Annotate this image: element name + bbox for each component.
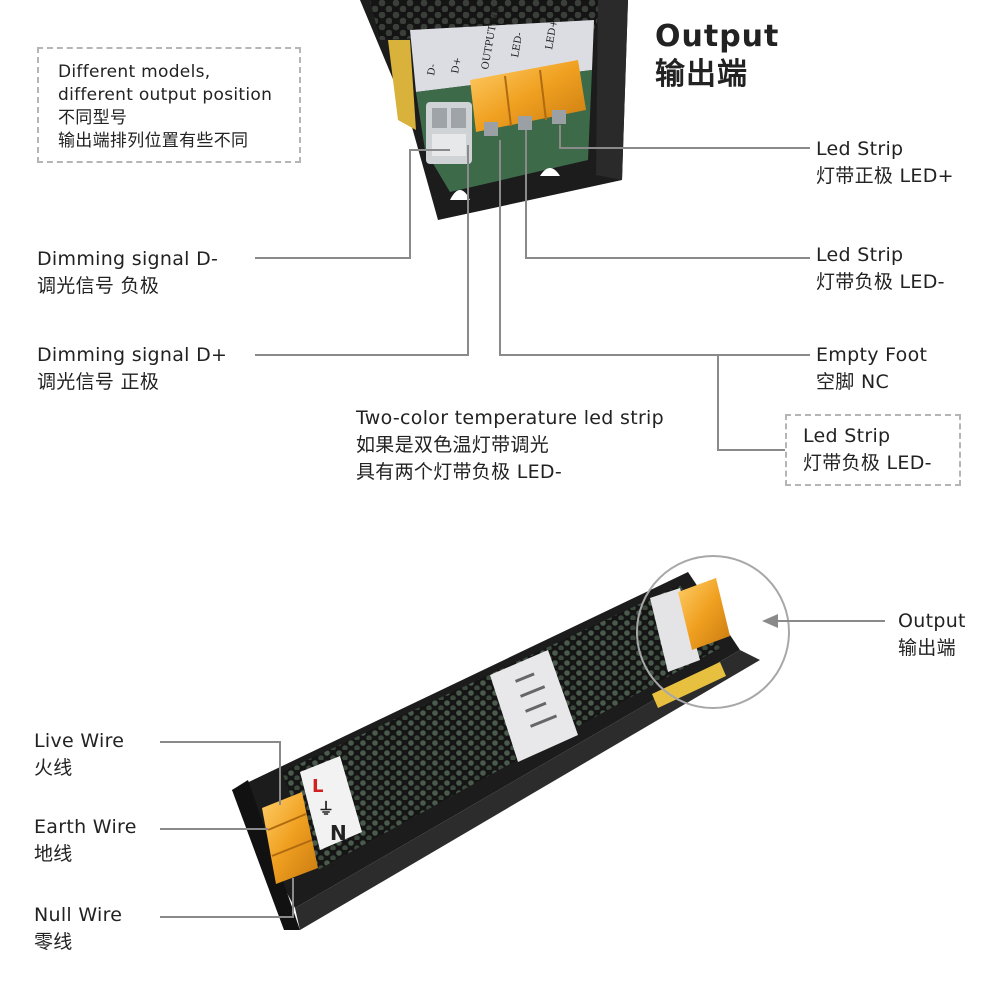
leader-empty-foot — [499, 140, 810, 356]
leader-lines — [255, 125, 810, 451]
model-note-line2: different output position — [58, 85, 273, 105]
input-label-l: L — [312, 776, 323, 797]
callout-led-plus-zh: 灯带正极 LED+ — [816, 165, 954, 187]
callout-led-minus-alt-zh: 灯带负极 LED- — [803, 452, 932, 474]
callout-null-zh: 零线 — [34, 931, 73, 953]
terminal-label-led-plus: LED+ — [544, 19, 560, 51]
callout-live-wire: Live Wire 火线 — [34, 728, 124, 782]
closeup-side-wall — [596, 0, 628, 180]
callout-null-wire: Null Wire 零线 — [34, 902, 122, 956]
callout-led-minus-alt: Led Strip 灯带负极 LED- — [803, 423, 932, 477]
output-title-en: Output — [655, 19, 780, 54]
input-legend: L ⏚ N — [312, 776, 347, 845]
terminal-label-d-minus: D- — [426, 63, 439, 76]
output-magnifier-circle — [636, 555, 790, 709]
leader-led-minus — [525, 130, 810, 259]
callout-earth-wire: Earth Wire 地线 — [34, 814, 137, 868]
callout-dim-minus-en: Dimming signal D- — [37, 248, 219, 270]
input-terminal-block — [262, 792, 318, 884]
callout-output2-zh: 输出端 — [898, 637, 956, 659]
callout-led-minus-alt-en: Led Strip — [803, 425, 891, 447]
callout-led-minus: Led Strip 灯带负极 LED- — [816, 242, 945, 296]
terminal-label-d-plus: D+ — [450, 56, 464, 74]
driver-full-view — [232, 555, 790, 930]
leader-dim-minus — [255, 149, 450, 259]
callout-dim-minus: Dimming signal D- 调光信号 负极 — [37, 246, 218, 300]
callout-earth-zh: 地线 — [34, 843, 73, 865]
callout-led-plus: Led Strip 灯带正极 LED+ — [816, 136, 954, 190]
callout-two-color: Two-color temperature led strip 如果是双色温灯带… — [356, 405, 664, 486]
closeup-edge-label — [388, 40, 416, 130]
output-title: Output 输出端 — [655, 18, 779, 94]
output-label-panel — [650, 588, 700, 672]
callout-dim-plus-en: Dimming signal D+ — [37, 344, 228, 366]
input-label-n: N — [330, 821, 347, 845]
product-label — [490, 650, 578, 762]
leader-live — [160, 741, 281, 805]
model-note-line1: Different models, — [58, 62, 211, 82]
callout-live-en: Live Wire — [34, 730, 125, 752]
model-note-line3: 不同型号 — [58, 108, 128, 128]
callout-empty-foot-zh: 空脚 NC — [816, 371, 890, 393]
model-note-text: Different models, different output posit… — [58, 61, 272, 153]
callout-led-minus-alt-box: Led Strip 灯带负极 LED- — [785, 414, 961, 486]
output-arrow-head — [762, 614, 778, 628]
callout-null-en: Null Wire — [34, 904, 123, 926]
callout-live-zh: 火线 — [34, 757, 73, 779]
callout-led-minus-en: Led Strip — [816, 244, 904, 266]
callout-led-plus-en: Led Strip — [816, 138, 904, 160]
callout-output2: Output 输出端 — [898, 608, 966, 662]
callout-led-minus-zh: 灯带负极 LED- — [816, 271, 945, 293]
input-label-panel — [300, 756, 362, 850]
driver-side-wall — [295, 650, 760, 930]
driver-vent-grille — [282, 585, 720, 870]
callout-dim-plus-zh: 调光信号 正极 — [37, 371, 160, 393]
output-terminal-small — [678, 578, 730, 650]
callout-output2-en: Output — [898, 610, 966, 632]
callout-empty-foot-en: Empty Foot — [816, 344, 928, 366]
leader-led-plus — [559, 125, 810, 149]
output-closeup — [360, 0, 628, 220]
output-terminal-block — [470, 60, 586, 136]
leader-dim-plus — [255, 145, 469, 356]
output-title-zh: 输出端 — [655, 57, 748, 92]
callout-two-color-en: Two-color temperature led strip — [356, 407, 664, 429]
model-note-box: Different models, different output posit… — [37, 47, 301, 163]
leader-led-minus-alt — [717, 355, 785, 451]
leader-null — [160, 878, 294, 918]
leader-lines-bottom — [160, 620, 885, 918]
callout-empty-foot: Empty Foot 空脚 NC — [816, 342, 927, 396]
callout-two-color-zh1: 如果是双色温灯带调光 — [356, 434, 550, 456]
terminal-label-led-minus: LED- — [510, 31, 525, 58]
dimming-connector — [426, 102, 472, 164]
callout-two-color-zh2: 具有两个灯带负极 LED- — [356, 461, 563, 483]
model-note-line4: 输出端排列位置有些不同 — [58, 131, 249, 151]
callout-dim-plus: Dimming signal D+ 调光信号 正极 — [37, 342, 227, 396]
input-label-earth: ⏚ — [318, 799, 334, 818]
callout-earth-en: Earth Wire — [34, 816, 137, 838]
callout-dim-minus-zh: 调光信号 负极 — [37, 275, 160, 297]
